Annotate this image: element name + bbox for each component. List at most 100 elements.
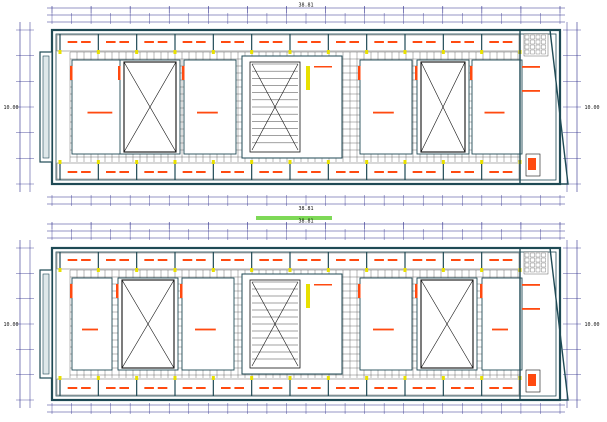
stair-fixture xyxy=(314,66,332,68)
column-marker xyxy=(250,268,254,272)
light-fixture xyxy=(221,387,231,389)
light-fixture xyxy=(297,387,308,389)
door-marker xyxy=(118,66,121,80)
light-fixture xyxy=(426,387,436,389)
toilet-tile xyxy=(524,39,530,45)
room xyxy=(359,59,413,155)
door-marker xyxy=(70,66,73,80)
column-marker xyxy=(441,376,445,380)
light-fixture xyxy=(221,171,231,173)
light-fixture xyxy=(182,171,193,173)
toilet-tile xyxy=(535,39,541,45)
light-fixture xyxy=(272,259,283,261)
light-fixture xyxy=(144,387,154,389)
shaft-cross xyxy=(121,279,175,369)
light-fixture xyxy=(106,41,116,43)
light-fixture xyxy=(297,41,308,43)
column-marker xyxy=(365,50,369,54)
light-fixture xyxy=(157,259,168,261)
column-marker xyxy=(480,376,484,380)
light-fixture xyxy=(297,171,308,173)
toilet-tile xyxy=(535,44,541,50)
plan-divider-bar xyxy=(256,216,332,220)
light-fixture xyxy=(387,171,398,173)
column-marker xyxy=(288,376,292,380)
light-fixture xyxy=(259,259,269,261)
toilet-tile xyxy=(530,262,535,268)
light-fixture xyxy=(336,41,346,43)
light-fixture xyxy=(489,259,499,261)
left-entrance xyxy=(39,51,53,163)
light-fixture xyxy=(464,387,474,389)
room xyxy=(359,277,413,371)
rooms xyxy=(70,55,523,159)
column-marker xyxy=(288,160,292,164)
stair-fixture xyxy=(314,284,332,286)
light-fixture xyxy=(67,387,78,389)
light-fixture xyxy=(67,171,78,173)
inner-wall xyxy=(55,251,557,397)
toilet-fixture xyxy=(528,158,536,170)
door-marker xyxy=(358,284,361,298)
light-fixture xyxy=(349,259,359,261)
column-marker xyxy=(480,268,484,272)
light-fixture xyxy=(144,41,154,43)
light-fixture xyxy=(502,259,513,261)
light-fixture xyxy=(349,387,359,389)
side-dimension-right-label: 10.00 xyxy=(584,322,599,328)
column-marker xyxy=(135,50,139,54)
light-fixture xyxy=(489,387,499,389)
light-fixture xyxy=(451,259,461,261)
end-fixture xyxy=(522,66,540,68)
end-fixture xyxy=(522,90,540,92)
room xyxy=(471,59,523,155)
toilet-tile xyxy=(541,262,546,268)
entrance-door xyxy=(42,55,50,159)
toilet-tile xyxy=(530,34,535,40)
light-fixture xyxy=(196,387,206,389)
toilet-tile xyxy=(530,252,535,258)
light-fixture xyxy=(489,41,499,43)
light-fixture xyxy=(157,387,168,389)
light-fixture xyxy=(412,387,423,389)
light-fixture xyxy=(426,171,436,173)
corridor-bottom xyxy=(56,162,520,180)
fixtures xyxy=(67,41,513,173)
column-marker xyxy=(96,376,100,380)
column-marker xyxy=(441,160,445,164)
light-fixture xyxy=(297,259,308,261)
toilet-tile xyxy=(541,44,546,50)
column-marker xyxy=(58,376,62,380)
light-fixture xyxy=(349,171,359,173)
stair-handrail xyxy=(306,284,310,308)
light-fixture xyxy=(451,41,461,43)
stair-diagonal xyxy=(251,63,299,151)
light-fixture xyxy=(221,259,231,261)
side-dimension-right-label: 10.00 xyxy=(584,105,599,111)
light-fixture xyxy=(81,387,91,389)
light-fixture xyxy=(311,171,321,173)
room-fixture xyxy=(82,328,98,331)
toilet-tile xyxy=(541,267,546,273)
door-marker xyxy=(415,284,418,298)
toilet-tile xyxy=(541,252,546,258)
light-fixture xyxy=(451,171,461,173)
light-fixture xyxy=(272,171,283,173)
corridor-top xyxy=(56,34,520,52)
column-marker xyxy=(96,268,100,272)
light-fixture xyxy=(234,171,244,173)
light-fixture xyxy=(374,41,384,43)
toilet-tile xyxy=(541,49,546,55)
column-marker xyxy=(173,268,177,272)
light-fixture xyxy=(234,259,244,261)
light-fixture xyxy=(182,41,193,43)
light-fixture xyxy=(374,387,384,389)
light-fixture xyxy=(426,259,436,261)
toilet-tile xyxy=(530,39,535,45)
column-marker xyxy=(250,376,254,380)
light-fixture xyxy=(196,171,206,173)
room xyxy=(481,277,523,371)
column-marker xyxy=(173,376,177,380)
toilet-tile xyxy=(535,267,541,273)
